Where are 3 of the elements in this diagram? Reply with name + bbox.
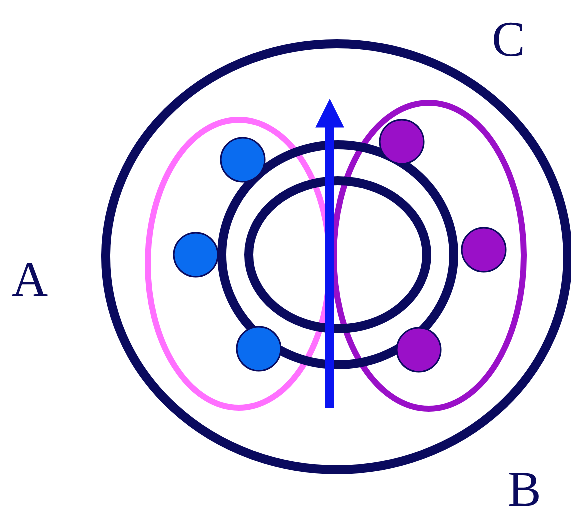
part-letter: A xyxy=(12,254,48,304)
part-letter: B xyxy=(508,464,542,507)
part-letter: C xyxy=(492,14,526,64)
